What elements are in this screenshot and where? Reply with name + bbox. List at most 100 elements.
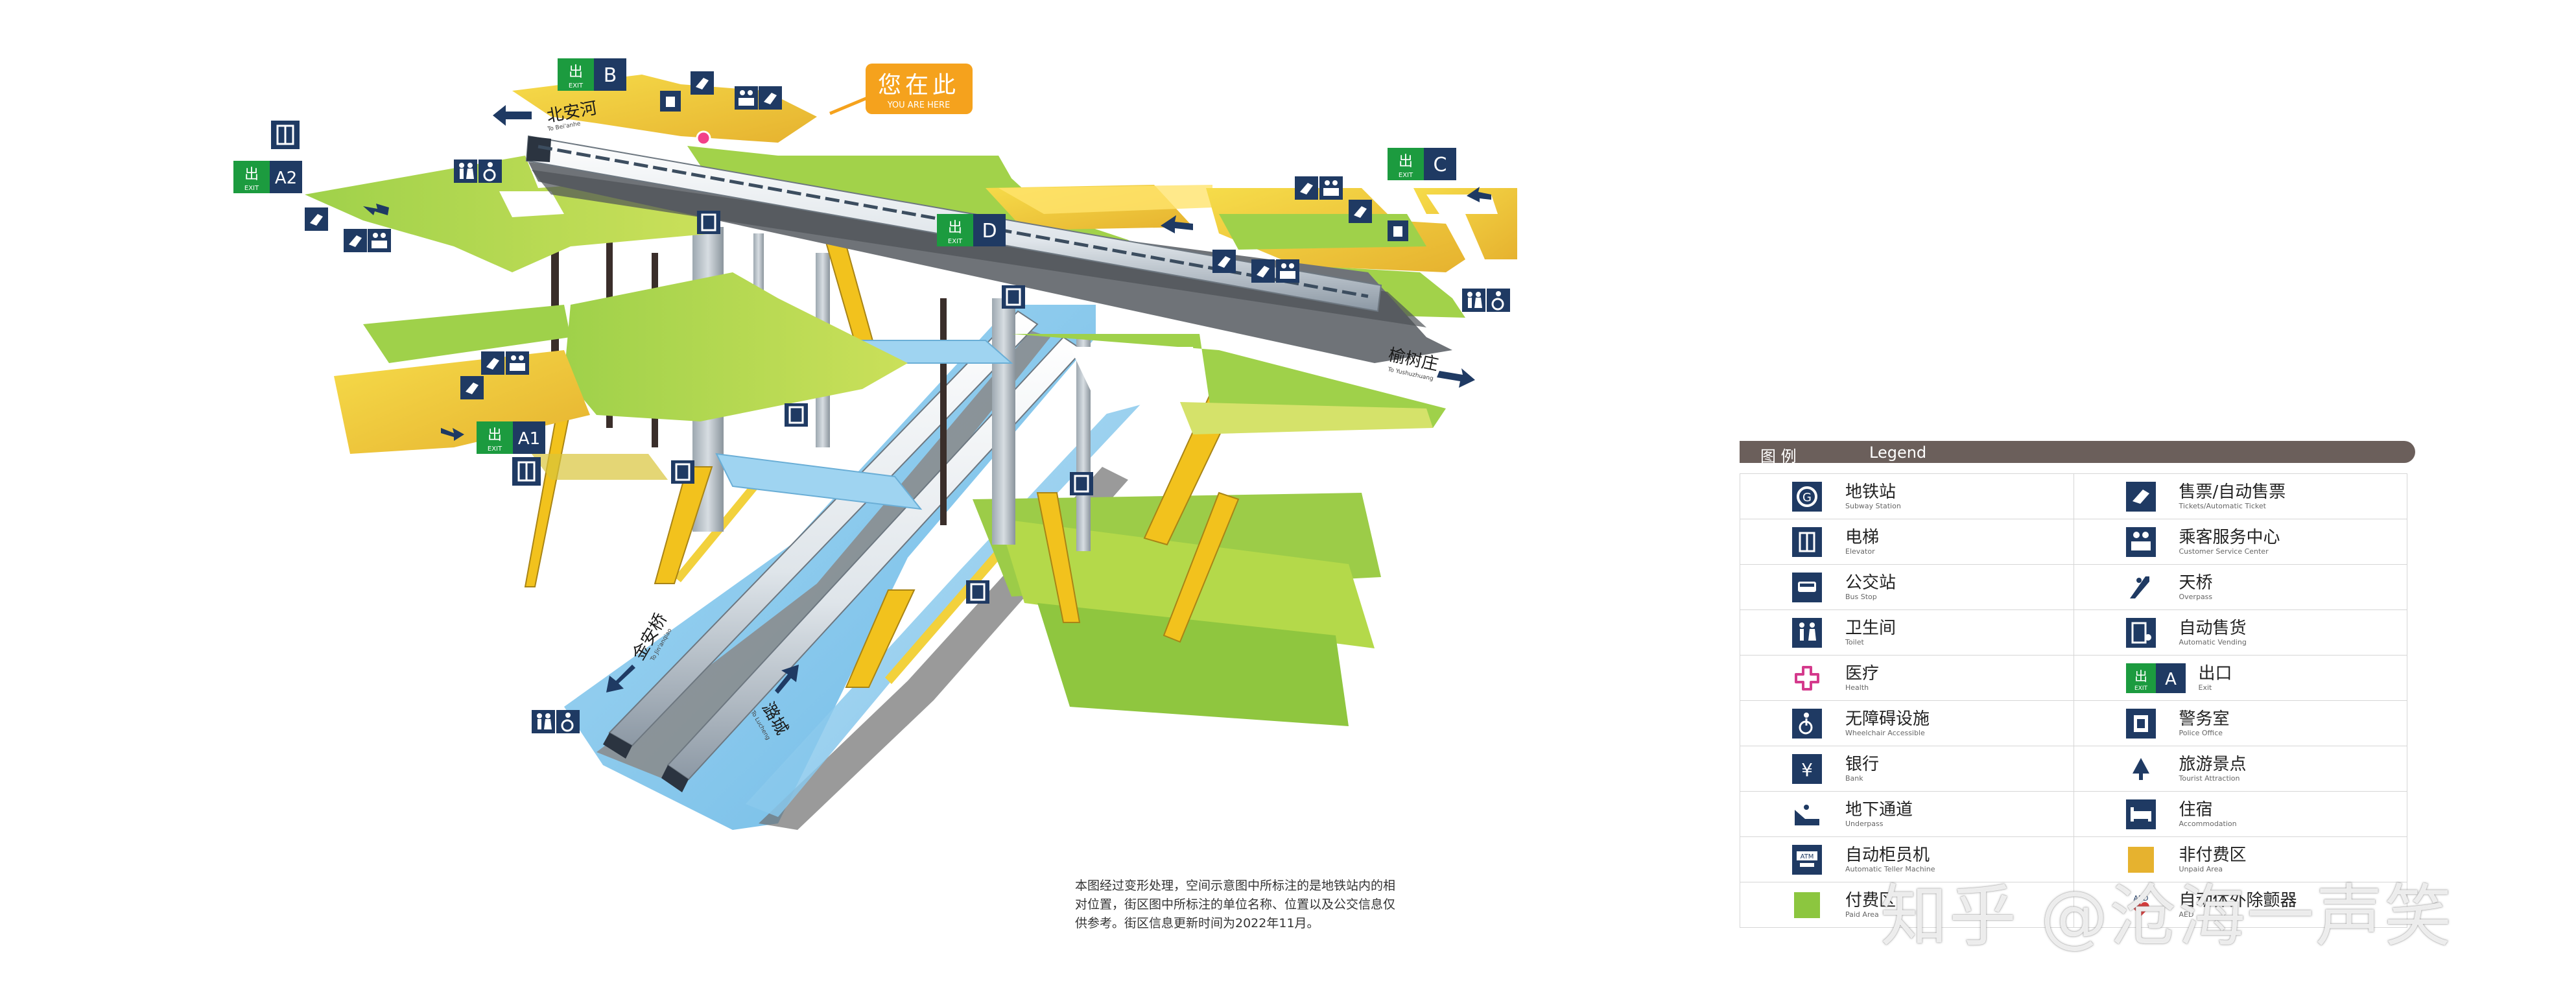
exit-sign-D[interactable]: 出 EXIT D (937, 214, 1006, 246)
paid-area-icon (1792, 890, 1822, 920)
wheelchair-icon (1487, 289, 1510, 312)
legend-label-zh: 电梯 (1845, 527, 1880, 547)
svg-text:A: A (2165, 670, 2177, 689)
toilet-icon (1462, 289, 1485, 312)
legend-label-en: Toilet (1845, 637, 1864, 646)
ticket-icon (759, 86, 782, 110)
tourist-icon (2125, 753, 2156, 784)
exit-sign-C[interactable]: 出 EXIT C (1388, 148, 1456, 180)
legend-label-en: Paid Area (1845, 910, 1879, 919)
vending-icon (2125, 617, 2156, 648)
svg-text:G: G (1802, 491, 1812, 504)
legend-label-zh: 无障碍设施 (1845, 709, 1930, 729)
legend-title-zh: 图 例 (1760, 447, 1797, 466)
legend-label-zh: 自动体外除颤器 (2179, 890, 2297, 910)
legend-label-zh: 自动售货 (2179, 618, 2247, 638)
toilet-icon (454, 160, 477, 183)
watermark: 知乎 @沧海一声笑 (1880, 877, 2453, 956)
legend-header: 图 例 Legend (1740, 441, 2415, 466)
legend-label-en: Bus Stop (1845, 592, 1877, 601)
escalators (524, 233, 1240, 688)
elevator-icon (512, 457, 541, 486)
ticket-icon (481, 351, 504, 375)
exit-sign-B[interactable]: 出 EXIT B (558, 58, 626, 91)
legend-label-en: Wheelchair Accessible (1845, 728, 1925, 737)
legend-label-en: Exit (2198, 683, 2212, 692)
wheelchair-icon (479, 160, 502, 183)
legend-label-en: Customer Service Center (2179, 547, 2269, 556)
svg-text:出: 出 (244, 167, 259, 183)
wheelchair-icon (1792, 708, 1822, 739)
svg-text:出: 出 (488, 427, 502, 443)
elevator-icon (1002, 285, 1025, 309)
legend-label-zh: 住宿 (2179, 799, 2213, 820)
exit-sign-A2[interactable]: 出 EXIT A2 (233, 161, 302, 193)
unpaid-area-icon (2126, 845, 2156, 875)
legend-label-en: Overpass (2179, 592, 2213, 601)
legend-label-zh: 付费区 (1845, 890, 1897, 910)
svg-text:EXIT: EXIT (488, 445, 502, 453)
toilet-icon (532, 710, 555, 733)
svg-text:EXIT: EXIT (948, 238, 963, 245)
legend-label-zh: 出口 (2198, 663, 2232, 683)
wheelchair-icon (556, 710, 580, 733)
elevator-icon (271, 121, 300, 149)
legend-label-zh: 银行 (1845, 754, 1880, 774)
ticket-icon (460, 376, 484, 399)
police-icon (660, 91, 681, 112)
svg-text:EXIT: EXIT (244, 185, 259, 192)
ticket-icon (691, 71, 714, 95)
ticket-icon (1295, 176, 1318, 200)
note-line-2: 对位置，街区图中所标注的单位名称、位置以及公交信息仅 (1075, 897, 1396, 912)
underpass-icon (1792, 799, 1822, 829)
exit-letter-A1: A1 (518, 429, 540, 449)
bus-stop-icon (1792, 572, 1822, 602)
elevator-icon (1070, 472, 1093, 495)
exit-sign-A1[interactable]: 出 EXIT A1 (477, 421, 545, 454)
legend-title-en: Legend (1869, 443, 1927, 462)
aed-icon: AED (2125, 890, 2156, 920)
legend-label-en: Automatic Teller Machine (1845, 864, 1935, 873)
svg-text:出: 出 (948, 220, 962, 236)
legend-label-zh: 公交站 (1845, 573, 1897, 593)
legend-label-zh: 地铁站 (1845, 482, 1897, 502)
legend-label-zh: 警务室 (2179, 709, 2230, 729)
customer-service-icon (1319, 176, 1343, 200)
legend-label-zh: 售票/自动售票 (2179, 482, 2286, 502)
you-are-here-en: YOU ARE HERE (887, 100, 951, 110)
customer-service-icon (1276, 259, 1299, 283)
